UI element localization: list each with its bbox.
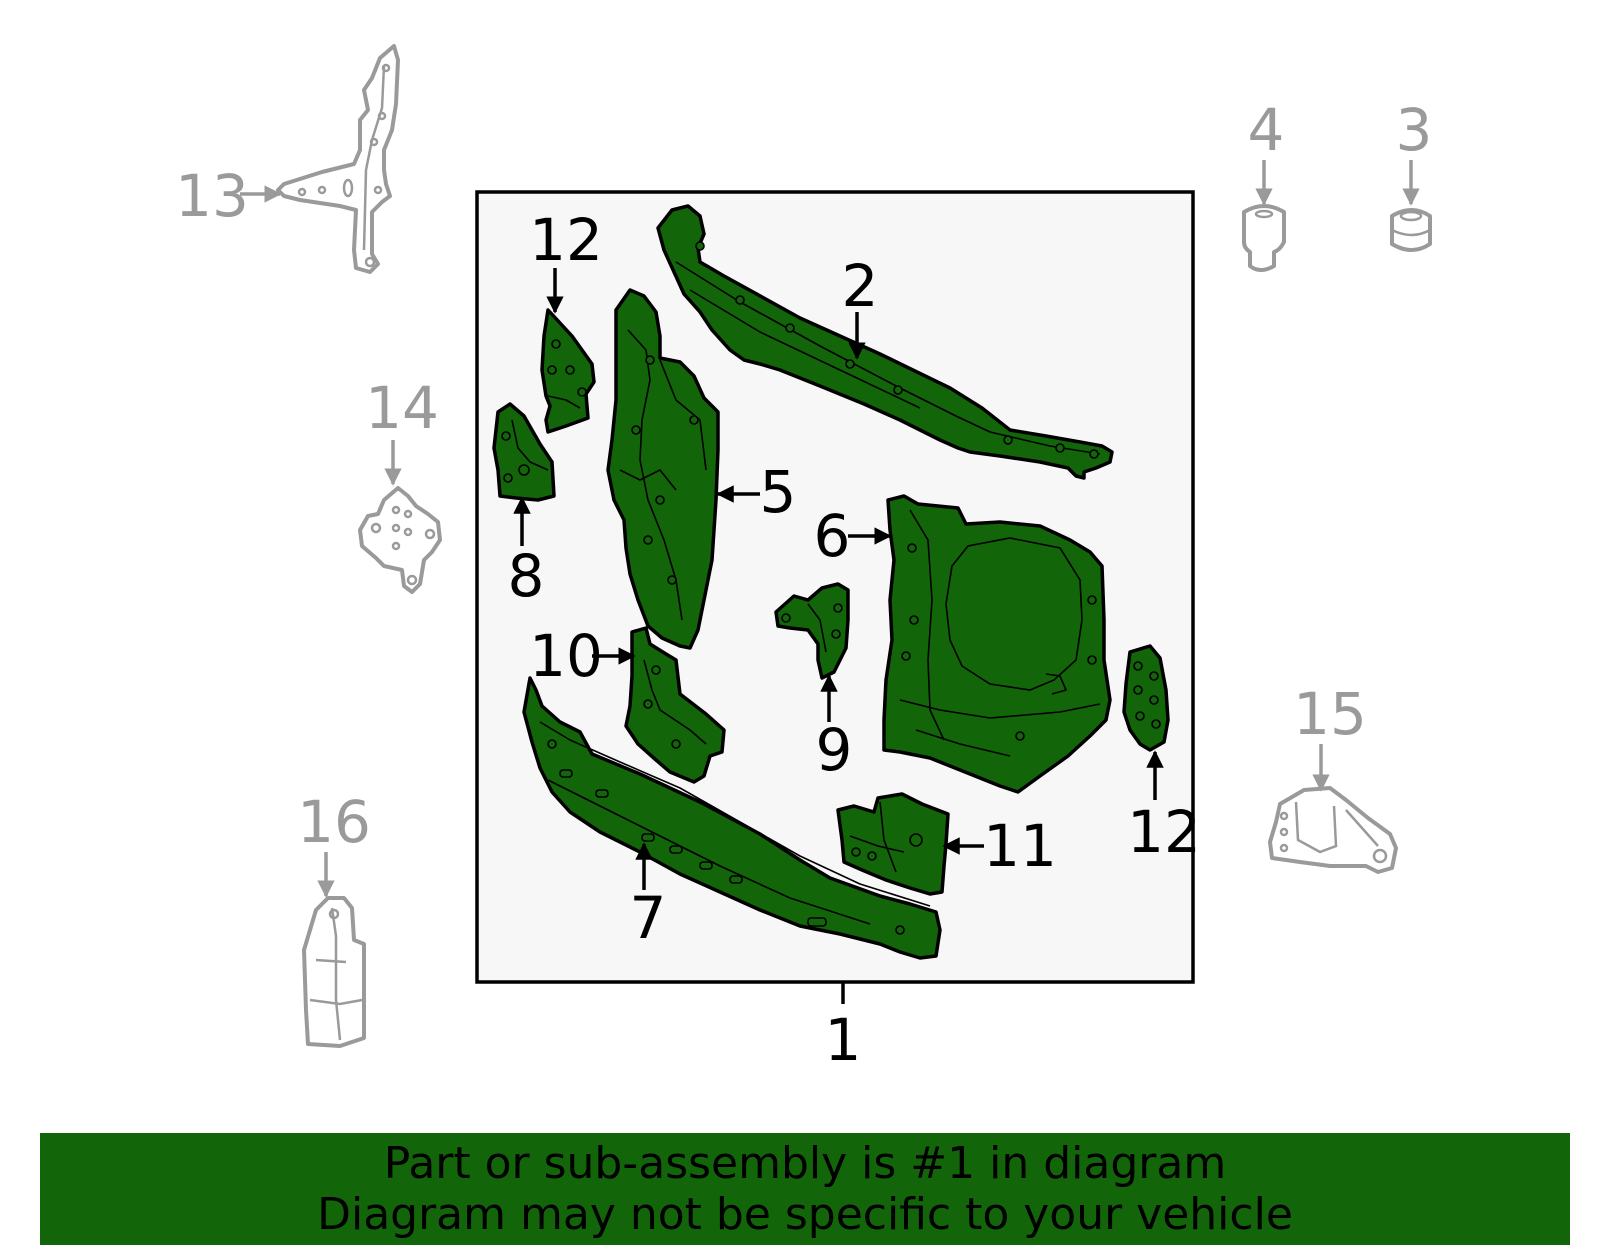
part-10-bracket[interactable] [624,626,726,784]
part-4-bushing[interactable] [1242,204,1286,272]
callout-8: 8 [508,542,545,610]
part-15-mount[interactable] [1268,786,1398,874]
part-5-side-member[interactable] [606,288,720,650]
part-12-top-bracket[interactable] [540,308,596,434]
callout-11: 11 [983,812,1057,880]
part-6-side-panel[interactable] [882,494,1112,794]
part-12-right-bracket[interactable] [1122,644,1170,752]
callout-14: 14 [365,374,439,442]
callout-16: 16 [297,788,371,856]
callout-1: 1 [825,1006,862,1074]
callout-13: 13 [175,162,249,230]
banner-line-2: Diagram may not be specific to your vehi… [317,1189,1293,1240]
part-16-bracket[interactable] [302,896,366,1048]
callout-2: 2 [842,252,879,320]
part-3-bushing[interactable] [1390,208,1432,252]
callout-4: 4 [1248,96,1285,164]
part-9-bracket[interactable] [774,582,850,680]
part-7-lower-support[interactable] [522,676,942,960]
callout-15: 15 [1293,680,1367,748]
callout-7: 7 [630,884,667,952]
callout-12-right: 12 [1127,798,1201,866]
callout-5: 5 [760,458,797,526]
footer-banner: Part or sub-assembly is #1 in diagram Di… [40,1133,1570,1245]
callout-9: 9 [816,716,853,784]
callout-12-top: 12 [529,206,603,274]
banner-line-1: Part or sub-assembly is #1 in diagram [383,1138,1227,1189]
part-2-upper-support[interactable] [656,204,1114,480]
part-8-bracket[interactable] [492,402,556,502]
callout-10: 10 [529,622,603,690]
callout-3: 3 [1396,96,1433,164]
part-13-bracket[interactable] [276,44,400,274]
part-11-bracket[interactable] [836,792,950,896]
part-14-mount[interactable] [358,486,442,594]
callout-6: 6 [814,502,851,570]
